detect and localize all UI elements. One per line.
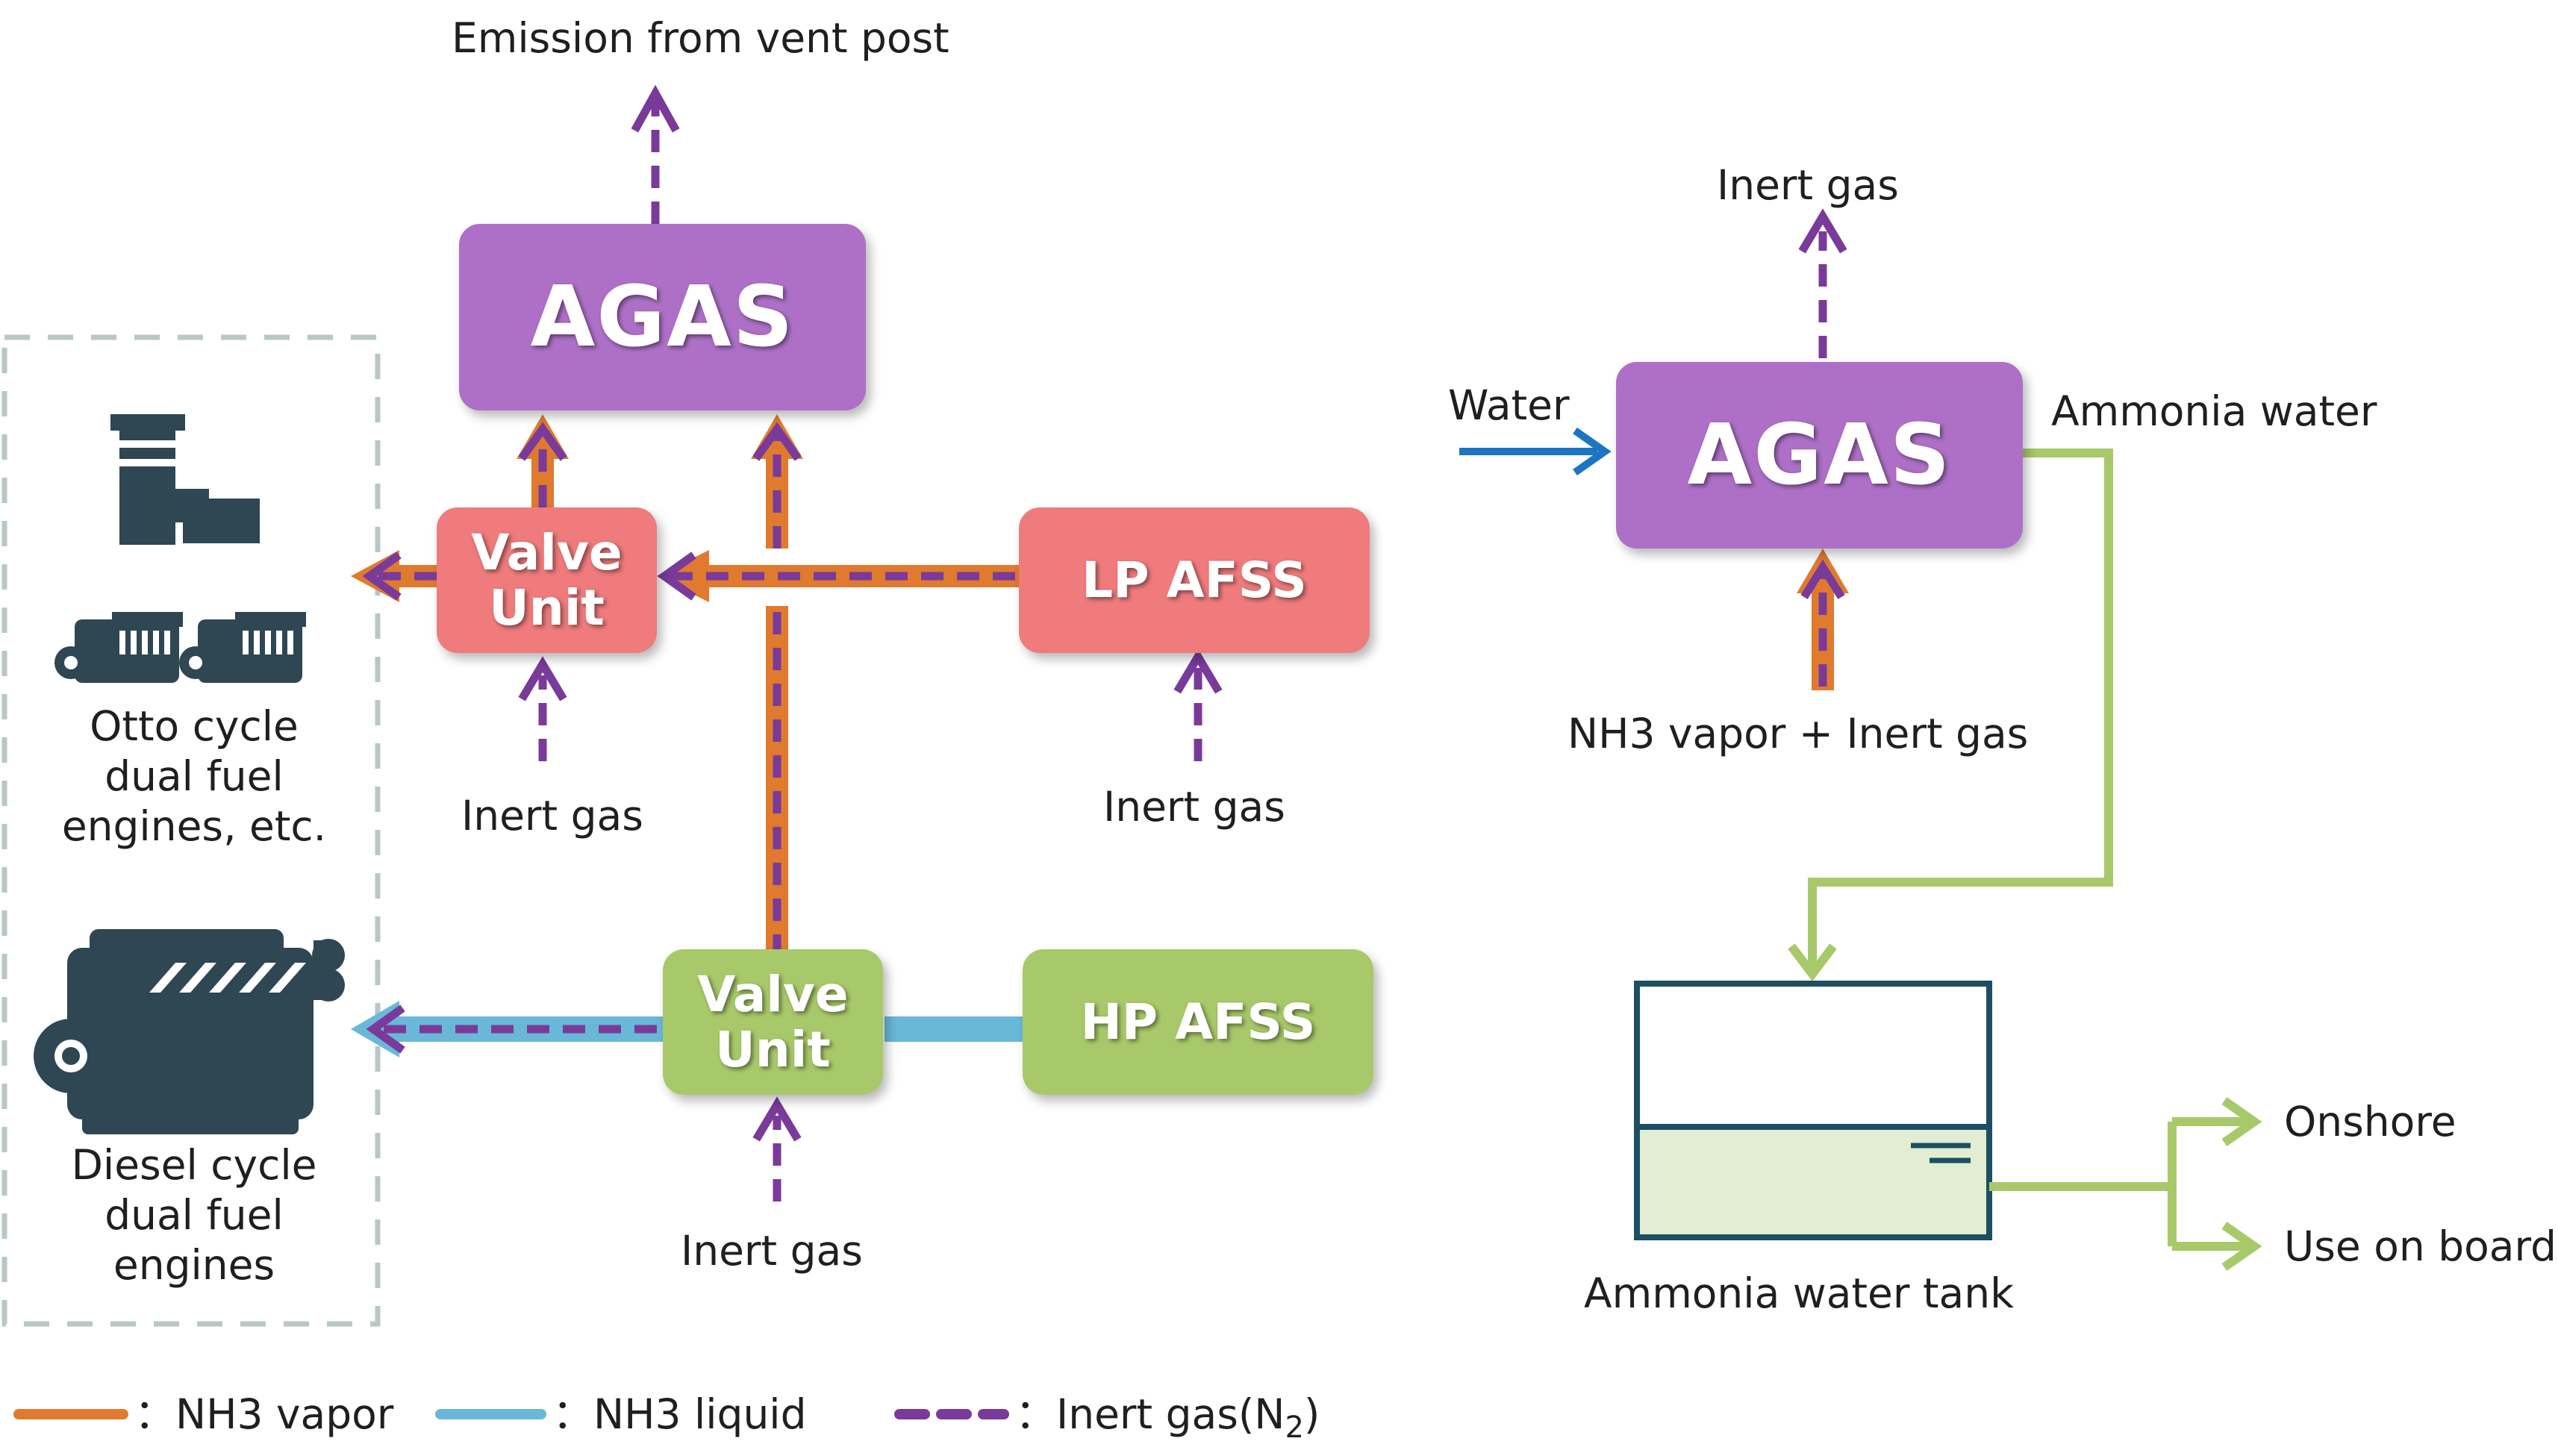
legend-inert-suffix: ) [1303, 1390, 1320, 1438]
ammonia-water-arrowhead [1788, 943, 1837, 981]
legend-inert-prefix: ：Inert gas(N [1015, 1390, 1285, 1438]
agas-left-label: AGAS [530, 269, 795, 366]
inert-arrowhead-right-in [1800, 559, 1845, 599]
inert-arrowhead-vent [631, 84, 680, 133]
outlet-onshore-arrowhead [2221, 1097, 2262, 1146]
legend-inert-subscript: 2 [1285, 1410, 1304, 1445]
inert-gas-valve-top-label: Inert gas [461, 792, 643, 840]
inert-arrowhead-valve-bottom-in [752, 1096, 802, 1142]
agas-right-box: AGAS [1616, 362, 2023, 549]
otto-engine-icon-pair [54, 612, 306, 683]
inert-gas-lp-label: Inert gas [1103, 783, 1285, 831]
otto-engines-label: Otto cycle dual fuel engines, etc. [61, 702, 327, 851]
water-arrowhead [1573, 427, 1612, 476]
ammonia-water-pipe [1808, 449, 2113, 970]
valve-unit-top-box: Valve Unit [437, 507, 657, 653]
diesel-engines-label: Diesel cycle dual fuel engines [71, 1141, 317, 1290]
tank-label: Ammonia water tank [1584, 1269, 2014, 1317]
nh3-input-label: NH3 vapor + Inert gas [1567, 710, 2029, 757]
valve-unit-bottom-label: Valve Unit [697, 965, 849, 1078]
liquid-pipe-hp-to-valve [885, 1016, 1030, 1042]
emission-vent-label: Emission from vent post [452, 14, 949, 62]
agas-right-label: AGAS [1687, 407, 1952, 504]
hp-afss-label: HP AFSS [1080, 993, 1316, 1051]
agas-left-box: AGAS [459, 224, 866, 410]
legend-liquid-label: ：NH3 liquid [552, 1390, 807, 1438]
legend-vapor-label: ：NH3 vapor [134, 1390, 394, 1438]
inert-arrowhead-lp-in [1173, 649, 1223, 694]
lp-afss-label: LP AFSS [1082, 552, 1307, 609]
diesel-engine-icon [34, 929, 345, 1134]
legend-inert-label: ：Inert gas(N2) [1015, 1390, 1320, 1446]
hp-afss-box: HP AFSS [1023, 949, 1373, 1095]
otto-engine-icon [110, 414, 260, 545]
water-label: Water [1448, 381, 1570, 429]
inert-arrowhead-valve-top-in [518, 656, 567, 702]
outlet-use-on-board-arrowhead [2221, 1222, 2262, 1271]
valve-unit-bottom-box: Valve Unit [663, 949, 883, 1095]
inert-gas-valve-bottom-label: Inert gas [681, 1227, 863, 1275]
ammonia-water-label: Ammonia water [2051, 387, 2377, 435]
inert-gas-right-top-label: Inert gas [1717, 161, 1899, 209]
onshore-label: Onshore [2284, 1098, 2456, 1146]
use-on-board-label: Use on board [2284, 1222, 2557, 1270]
inert-arrowhead-agas-left [518, 422, 567, 461]
valve-unit-top-label: Valve Unit [471, 523, 623, 637]
lp-afss-box: LP AFSS [1019, 507, 1370, 653]
inert-arrowhead-agas-right [752, 422, 802, 461]
inert-arrowhead-otto [362, 552, 402, 601]
inert-arrowhead-valve-top-join [657, 552, 696, 601]
inert-arrowhead-diesel [366, 1004, 405, 1054]
inert-arrowhead-right-top [1798, 208, 1847, 254]
engine-group-frame [1, 334, 381, 1327]
